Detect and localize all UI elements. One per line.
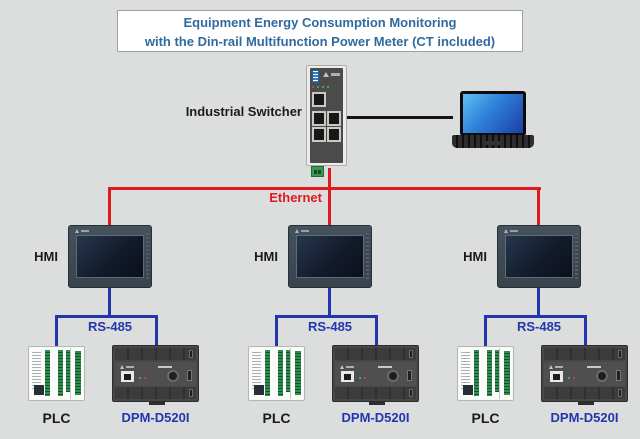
ethernet-drop-left xyxy=(108,187,111,225)
laptop-touchpad xyxy=(486,141,500,145)
power-meter-label: DPM-D520I xyxy=(550,410,619,425)
meter-status-leds xyxy=(568,377,575,379)
din-rail-clip xyxy=(149,401,165,405)
industrial-switch-icon xyxy=(306,65,347,166)
plc-device-icon xyxy=(248,346,305,401)
power-meter-label: DPM-D520I xyxy=(121,410,190,425)
switch-status-leds xyxy=(312,86,329,88)
delta-logo-icon xyxy=(323,72,329,77)
hmi-device-icon xyxy=(288,225,372,288)
delta-logo-icon xyxy=(295,229,309,233)
power-meter-icon xyxy=(332,345,419,405)
plc-main-module xyxy=(250,348,291,399)
rs485-label: RS-485 xyxy=(516,319,562,334)
rs485-label: RS-485 xyxy=(87,319,133,334)
hmi-vent xyxy=(575,233,578,280)
plc-device-icon xyxy=(457,346,514,401)
hmi-label: HMI xyxy=(463,249,487,264)
plc-display xyxy=(34,385,44,395)
delta-logo-icon xyxy=(340,365,354,369)
delta-logo-icon xyxy=(75,229,89,233)
ethernet-drop-center xyxy=(328,187,331,225)
hmi-vent xyxy=(146,233,149,280)
rs485-stem-line xyxy=(328,288,331,317)
switch-front-panel xyxy=(310,68,343,163)
ethernet-port-icon xyxy=(312,92,326,107)
power-meter-face xyxy=(115,362,196,386)
monitoring-group-2: HMI RS-485 xyxy=(230,222,430,439)
delta-logo-icon xyxy=(549,365,563,369)
rs485-drop-meter xyxy=(375,315,378,346)
plc-extension-module xyxy=(499,348,512,399)
hmi-device-icon xyxy=(497,225,581,288)
monitoring-group-1: HMI RS-485 xyxy=(10,222,210,439)
ethernet-port-grid xyxy=(312,111,341,142)
rs485-label: RS-485 xyxy=(307,319,353,334)
din-rail-clip xyxy=(578,401,594,405)
meter-side-switch xyxy=(187,370,192,381)
hmi-device-icon xyxy=(68,225,152,288)
rs485-drop-meter xyxy=(155,315,158,346)
laptop-screen xyxy=(460,91,526,136)
meter-round-connector xyxy=(167,370,179,382)
dip-switch-block xyxy=(312,70,319,83)
title-line-1: Equipment Energy Consumption Monitoring xyxy=(183,15,457,30)
meter-status-leds xyxy=(359,377,366,379)
hmi-label: HMI xyxy=(34,249,58,264)
meter-side-switch xyxy=(616,370,621,381)
laptop-display xyxy=(463,94,523,133)
rs485-drop-plc xyxy=(275,315,278,346)
plc-extension-module xyxy=(70,348,83,399)
din-rail-clip xyxy=(369,401,385,405)
plc-main-module xyxy=(459,348,500,399)
rs485-drop-plc xyxy=(55,315,58,346)
hmi-vent xyxy=(366,233,369,280)
plc-display xyxy=(463,385,473,395)
plc-display xyxy=(254,385,264,395)
meter-ethernet-port xyxy=(341,371,354,382)
hmi-screen xyxy=(76,235,144,278)
power-meter-icon xyxy=(112,345,199,405)
delta-wordmark xyxy=(331,73,340,76)
meter-ethernet-port xyxy=(550,371,563,382)
power-meter-face xyxy=(544,362,625,386)
hmi-label: HMI xyxy=(254,249,278,264)
meter-side-switch xyxy=(407,370,412,381)
hmi-screen xyxy=(505,235,573,278)
meter-round-connector xyxy=(596,370,608,382)
hmi-screen xyxy=(296,235,364,278)
rs485-bus-line xyxy=(55,315,158,318)
plc-label: PLC xyxy=(262,410,291,426)
delta-logo-icon xyxy=(120,365,134,369)
ethernet-label: Ethernet xyxy=(269,190,322,205)
plc-device-icon xyxy=(28,346,85,401)
delta-logo-icon xyxy=(504,229,518,233)
rs485-bus-line xyxy=(484,315,587,318)
power-meter-label: DPM-D520I xyxy=(341,410,410,425)
rs485-drop-meter xyxy=(584,315,587,346)
laptop-icon xyxy=(452,91,534,148)
power-meter-icon xyxy=(541,345,628,405)
rs485-bus-line xyxy=(275,315,378,318)
rs485-stem-line xyxy=(537,288,540,317)
title-line-2: with the Din-rail Multifunction Power Me… xyxy=(144,34,496,49)
rs485-drop-plc xyxy=(484,315,487,346)
plc-main-module xyxy=(30,348,71,399)
title-box: Equipment Energy Consumption Monitoring … xyxy=(117,10,523,52)
meter-status-leds xyxy=(139,377,146,379)
plc-extension-module xyxy=(290,348,303,399)
industrial-switcher-label: Industrial Switcher xyxy=(185,104,302,119)
ethernet-line-switch-stub xyxy=(328,168,331,188)
ethernet-drop-right xyxy=(537,187,540,225)
plc-label: PLC xyxy=(471,410,500,426)
plc-label: PLC xyxy=(42,410,71,426)
switch-to-laptop-cable xyxy=(347,116,453,119)
ethernet-bus-line xyxy=(108,187,541,190)
power-meter-face xyxy=(335,362,416,386)
switch-power-terminal xyxy=(311,166,324,177)
meter-ethernet-port xyxy=(121,371,134,382)
meter-round-connector xyxy=(387,370,399,382)
rs485-stem-line xyxy=(108,288,111,317)
monitoring-group-3: HMI RS-485 xyxy=(439,222,639,439)
